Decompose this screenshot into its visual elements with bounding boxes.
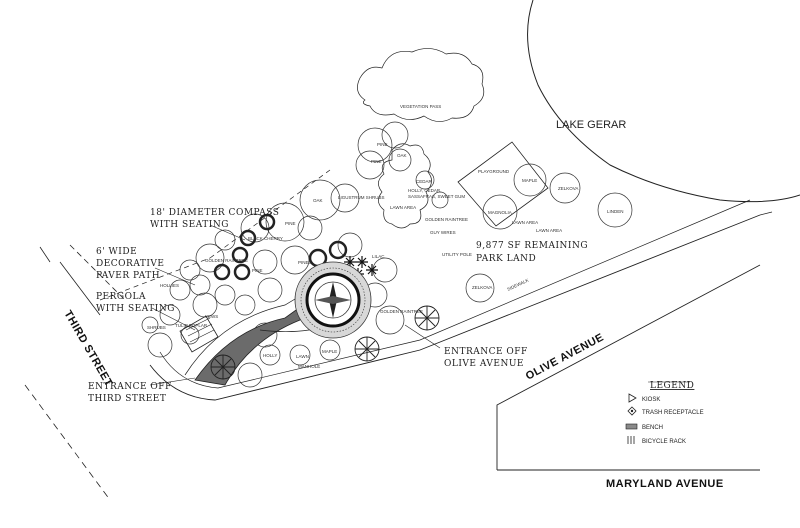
trees [141,121,633,388]
label-holly: HOLLY [263,353,277,358]
label-shrubs: SHRUBS [147,325,166,330]
lake-shoreline [527,0,800,203]
paver-callout-line3: PAVER PATH [96,271,160,281]
entrance-third-line1: ENTRANCE OFF [88,382,172,392]
vegetation-strand-outline [378,143,432,229]
label-magnolia: MAGNOLIA [488,210,512,215]
label-lawn-area-2: LAWN AREA [536,228,562,233]
label-vegetation-pass: VEGETATION PASS [400,104,441,109]
label-oak: OAK [397,153,407,158]
label-zelkova-2: ZELKOVA [472,285,492,290]
legend-trash-label: TRASH RECEPTACLE [642,410,704,416]
legend-bench-label: BENCH [642,425,663,431]
label-holly-cedar: HOLLY, CEDAR, [408,188,441,193]
maryland-avenue-label: MARYLAND AVENUE [606,478,724,490]
label-pines: PINES [298,260,312,265]
label-pine: PINE [377,142,388,147]
parkland-line1: 9,877 SF REMAINING [476,241,588,251]
label-golden-raintree: GOLDEN RAINTREE [425,217,468,222]
label-hollies: HOLLIES [160,283,179,288]
entrance-olive-line2: OLIVE AVENUE [444,359,524,369]
spoke-trees [210,305,440,380]
label-oak-2: OAK [313,198,323,203]
bench-icon [625,423,638,430]
vegetation-pass-outline [357,48,485,122]
label-maple-2: MAPLE [322,349,337,354]
label-tulip-poplar: TULIP POPLAR [175,323,208,328]
label-pine-3: PINE [285,221,296,226]
label-zelkova: ZELKOVA [558,186,578,191]
plant-labels: VEGETATION PASS PINE PINE OAK CEDAR HOLL… [147,104,624,369]
pergola-callout-line2: WITH SEATING [96,304,175,314]
label-pine-4: PINE [252,268,263,273]
label-pine-2: PINE [371,159,382,164]
trash-receptacle-icon [627,406,637,416]
kiosk-icon [628,393,637,403]
label-ligustrum: LIGUSTRUM SHRUBS [338,195,385,200]
third-street-label: THIRD STREET [61,309,114,390]
legend-bicycle-label: BICYCLE RACK [642,439,686,445]
compass-plaza [294,261,372,339]
lake-label: LAKE GERAR [556,119,626,131]
label-utility-pole: UTILITY POLE [442,252,472,257]
compass-callout-line2: WITH SEATING [150,220,229,230]
legend-title: LEGEND [650,381,694,391]
legend: LEGEND KIOSK TRASH RECEPTACLE BENCH BICY… [625,381,704,445]
label-lawn-area: LAWN AREA [512,220,538,225]
label-sassafras: SASSAFRAS, SWEET GUM [408,194,465,199]
street-edges [24,169,773,501]
label-black-cherry: BLACK CHERRY [248,236,283,241]
leader-lines [149,224,441,386]
paver-callout-line1: 6' WIDE [96,247,137,257]
paver-callout-line2: DECORATIVE [96,259,164,269]
label-playground: PLAYGROUND [478,169,510,174]
label-linden: LINDEN [607,209,624,214]
bicycle-rack-icon [627,436,635,444]
entrance-olive-line1: ENTRANCE OFF [444,347,528,357]
label-manhole: MANHOLE [298,364,320,369]
label-lilac: LILAC [372,254,385,259]
compass-callout-line1: 18' DIAMETER COMPASS [150,208,279,218]
feature-trees [213,213,348,281]
label-lawn-area-3: LAWN AREA [390,205,416,210]
label-guy-wires: GUY WIRES [430,230,456,235]
label-maple: MAPLE [522,178,537,183]
entrance-third-line2: THIRD STREET [88,394,166,404]
pergola [179,315,219,353]
legend-kiosk-label: KIOSK [642,397,660,403]
label-yews: YEWS [205,314,218,319]
sidewalk-label: SIDEWALK [506,278,529,292]
label-cedar: CEDAR [416,179,433,184]
label-golden-raintree-2: GOLDEN RAINTREE [205,258,248,263]
olive-avenue-label: OLIVE AVENUE [524,331,606,382]
pergola-callout-line1: PERGOLA [96,292,146,302]
parkland-line2: PARK LAND [476,254,536,264]
label-lawn: LAWN [296,354,309,359]
label-golden-raintree-3: GOLDEN RAINTREE [380,309,423,314]
